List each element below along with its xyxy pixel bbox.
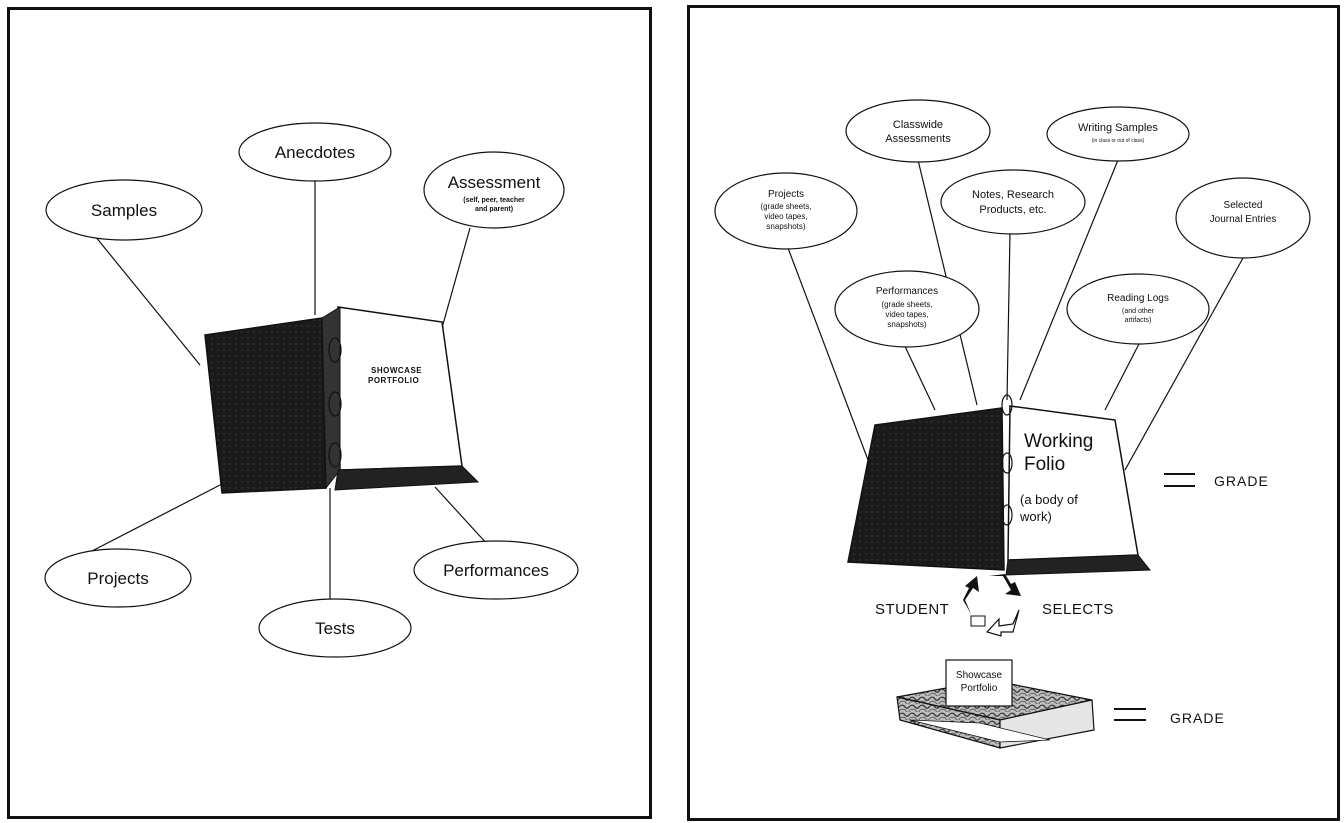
- oval-performances-left: Performances: [414, 541, 578, 599]
- svg-text:artifacts): artifacts): [1125, 317, 1152, 324]
- grade-label-top: GRADE: [1214, 473, 1269, 489]
- svg-text:Notes, Research: Notes, Research: [972, 189, 1054, 201]
- equals-sign-bottom: [1114, 709, 1146, 720]
- svg-text:Products, etc.: Products, etc.: [979, 204, 1046, 216]
- svg-text:Selected: Selected: [1224, 200, 1263, 211]
- svg-text:Anecdotes: Anecdotes: [275, 143, 355, 162]
- svg-text:Assessment: Assessment: [448, 173, 541, 192]
- selects-label: SELECTS: [1042, 601, 1114, 618]
- showcase-portfolio-binder: SHOWCASE PORTFOLIO: [205, 307, 478, 493]
- oval-anecdotes: Anecdotes: [239, 123, 391, 181]
- svg-text:Reading Logs: Reading Logs: [1107, 293, 1169, 304]
- svg-text:video tapes,: video tapes,: [764, 212, 807, 221]
- showcase-binder-label-2: PORTFOLIO: [368, 376, 419, 385]
- svg-text:(grade sheets,: (grade sheets,: [760, 202, 811, 211]
- working-folio-label-2: Folio: [1024, 454, 1065, 475]
- showcase-box-label-1: Showcase: [956, 670, 1003, 681]
- showcase-portfolio-box: Showcase Portfolio: [897, 660, 1094, 748]
- svg-text:Journal Entries: Journal Entries: [1210, 214, 1277, 225]
- oval-assessment: Assessment (self, peer, teacher and pare…: [424, 152, 564, 228]
- oval-classwide-assessments: Classwide Assessments: [846, 100, 990, 162]
- working-folio-binder: Working Folio (a body of work): [848, 395, 1150, 575]
- svg-text:video tapes,: video tapes,: [885, 310, 928, 319]
- oval-notes-research: Notes, Research Products, etc.: [941, 170, 1085, 234]
- svg-text:(and other: (and other: [1122, 308, 1155, 315]
- svg-text:(self, peer, teacher: (self, peer, teacher: [463, 197, 525, 204]
- working-folio-label-1: Working: [1024, 431, 1093, 452]
- oval-projects-left: Projects: [45, 549, 191, 607]
- svg-text:Performances: Performances: [876, 286, 938, 297]
- equals-sign-top: [1164, 474, 1195, 486]
- svg-text:Assessments: Assessments: [885, 133, 951, 145]
- svg-text:Projects: Projects: [768, 189, 804, 200]
- showcase-box-label-2: Portfolio: [961, 683, 998, 694]
- working-folio-label-3: (a body of: [1020, 492, 1078, 507]
- oval-tests: Tests: [259, 599, 411, 657]
- oval-reading-logs: Reading Logs (and other artifacts): [1067, 274, 1209, 344]
- svg-text:Tests: Tests: [315, 619, 355, 638]
- grade-label-bottom: GRADE: [1170, 710, 1225, 726]
- svg-text:snapshots): snapshots): [887, 320, 926, 329]
- oval-samples: Samples: [46, 180, 202, 240]
- showcase-binder-label-1: SHOWCASE: [371, 366, 422, 375]
- svg-text:Projects: Projects: [87, 569, 148, 588]
- svg-text:Samples: Samples: [91, 201, 157, 220]
- svg-text:snapshots): snapshots): [766, 222, 805, 231]
- svg-text:Writing Samples: Writing Samples: [1078, 122, 1158, 134]
- working-folio-label-4: work): [1019, 509, 1052, 524]
- oval-projects-right: Projects (grade sheets, video tapes, sna…: [715, 173, 857, 249]
- svg-text:(grade sheets,: (grade sheets,: [881, 300, 932, 309]
- oval-selected-journal: Selected Journal Entries: [1176, 178, 1310, 258]
- svg-text:Classwide: Classwide: [893, 119, 943, 131]
- oval-performances-right: Performances (grade sheets, video tapes,…: [835, 271, 979, 347]
- svg-text:Performances: Performances: [443, 561, 549, 580]
- recycle-icon: [963, 574, 1021, 636]
- svg-text:and parent): and parent): [475, 206, 513, 213]
- student-label: STUDENT: [875, 601, 949, 618]
- oval-writing-samples: Writing Samples (in class or out of clas…: [1047, 107, 1189, 161]
- svg-text:(in class or out of class): (in class or out of class): [1092, 138, 1145, 144]
